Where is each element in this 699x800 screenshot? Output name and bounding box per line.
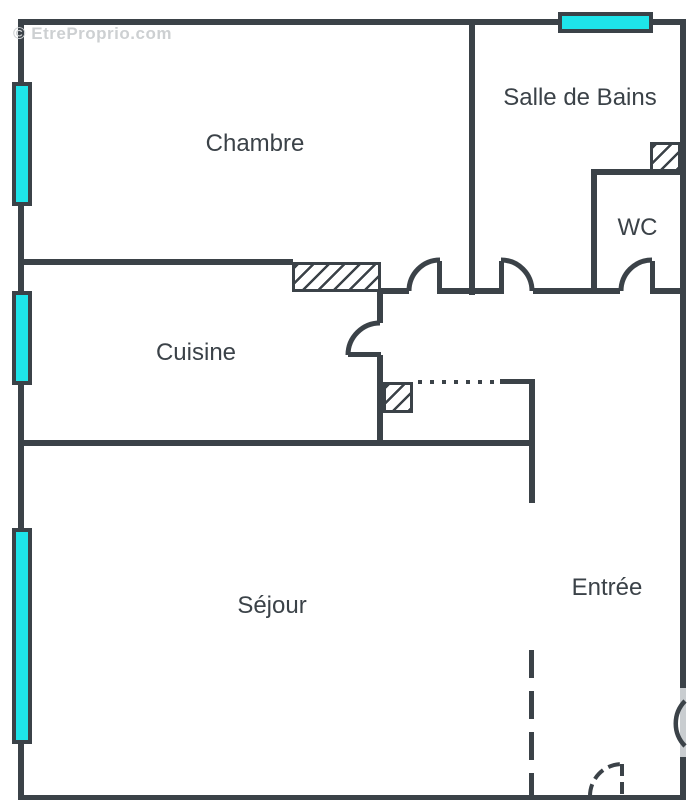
window-icon-sdb [558,12,653,33]
door-leaf-wc [650,261,655,294]
wall-entree-top [500,379,535,384]
duct-hatch-icon-entree [383,382,413,413]
wall-cuisine-sejour [21,440,535,446]
door-leaf-sdb [499,261,504,294]
room-label-sejour: Séjour [237,592,307,619]
wall-outer-top [18,19,686,25]
door-arc-sdb [500,257,535,292]
room-label-salle-de-bains: Salle de Bains [503,84,657,111]
window-icon-cuisine [12,291,32,385]
door-arc-cuisine [345,320,381,356]
wall-outer-left [18,19,24,800]
wall-outer-right-lower [680,757,686,800]
wall-hall-segment-4 [652,288,686,294]
wall-outer-right-opening [680,688,686,757]
room-label-entree: Entrée [571,574,643,601]
door-leaf-chambre [437,261,442,294]
room-label-cuisine: Cuisine [155,339,237,366]
wall-cuisine-right-upper [377,292,383,323]
window-icon-chambre [12,82,32,206]
wall-chambre-cuisine [21,259,293,265]
room-label-chambre: Chambre [205,130,305,157]
duct-hatch-icon-cuisine [292,262,381,292]
room-label-wc: WC [617,214,658,241]
window-icon-sejour [12,528,32,744]
door-arc-entrance [588,762,623,797]
wall-hall-segment-1 [381,288,409,294]
wall-wc-left [591,169,597,294]
door-arc-chambre [406,257,441,292]
wall-hall-segment-2 [440,288,501,294]
wall-cuisine-right-lower [377,355,383,446]
wall-hall-segment-3 [533,288,620,294]
wall-outer-right-upper [680,19,686,688]
door-arc-wc [618,257,653,292]
watermark-text: © EtreProprio.com [13,24,172,43]
wall-outer-bottom [18,795,686,800]
wall-wc-top [591,169,686,175]
wall-chambre-sdb [469,19,475,295]
duct-hatch-icon-sdb [650,142,681,172]
